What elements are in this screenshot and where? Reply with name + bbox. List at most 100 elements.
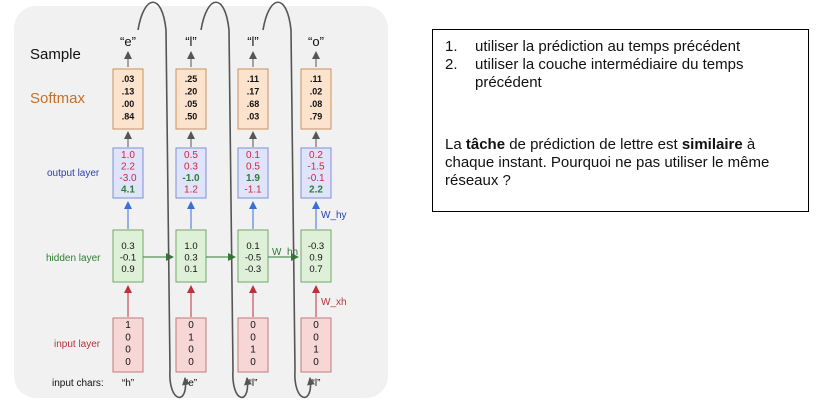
output-value: 0.2 bbox=[309, 150, 323, 161]
softmax-value: .25 bbox=[185, 74, 198, 84]
list-text: utiliser la couche intermédiaire du temp… bbox=[475, 56, 744, 91]
softmax-value: .20 bbox=[185, 87, 198, 97]
softmax-value: .84 bbox=[122, 112, 135, 122]
softmax-value: .00 bbox=[122, 99, 135, 109]
softmax-box bbox=[175, 68, 207, 130]
input-value: 0 bbox=[125, 332, 131, 343]
hidden-value: 0.9 bbox=[121, 264, 134, 275]
input-char: “l” bbox=[312, 378, 321, 389]
input-value: 0 bbox=[188, 320, 194, 331]
sample-char: “o” bbox=[308, 34, 324, 49]
output-value: 4.1 bbox=[121, 185, 135, 196]
para-text: La bbox=[445, 136, 466, 153]
output-value: -1.5 bbox=[307, 162, 325, 173]
time-step-columns: “e”.03.13.00.841.02.2-3.04.10.3-0.10.910… bbox=[112, 34, 332, 389]
hidden-value: 0.9 bbox=[309, 253, 322, 264]
input-char: “h” bbox=[122, 378, 134, 389]
input-value: 0 bbox=[188, 345, 194, 356]
softmax-box bbox=[300, 68, 332, 130]
input-value: 0 bbox=[313, 320, 319, 331]
text-panel: 1. utiliser la prédiction au temps précé… bbox=[432, 29, 809, 212]
w-xh-label: W_xh bbox=[321, 297, 347, 308]
output-box bbox=[237, 147, 269, 199]
sample-label: Sample bbox=[30, 46, 81, 63]
hidden-box bbox=[175, 229, 207, 283]
softmax-value: .08 bbox=[310, 99, 323, 109]
feedback-loop-arrow bbox=[262, 1, 315, 399]
para-text: à chaque instant. Pourquoi ne pas utilis… bbox=[445, 136, 770, 189]
input-char: “e” bbox=[185, 378, 197, 389]
method-list: 1. utiliser la prédiction au temps précé… bbox=[445, 38, 798, 92]
output-value: 0.5 bbox=[246, 162, 260, 173]
softmax-value: .05 bbox=[185, 99, 198, 109]
hidden-value: -0.3 bbox=[308, 241, 324, 252]
hidden-value: 0.3 bbox=[121, 241, 134, 252]
softmax-value: .02 bbox=[310, 87, 323, 97]
list-text: utiliser la prédiction au temps précéden… bbox=[475, 38, 741, 55]
hidden-box bbox=[237, 229, 269, 283]
output-value: 1.9 bbox=[246, 173, 260, 184]
input-value: 0 bbox=[250, 332, 256, 343]
hidden-value: -0.5 bbox=[245, 253, 261, 264]
list-item: 1. utiliser la prédiction au temps précé… bbox=[445, 38, 798, 56]
softmax-box bbox=[112, 68, 144, 130]
hidden-layer-label: hidden layer bbox=[46, 253, 101, 264]
output-value: 0.3 bbox=[184, 162, 198, 173]
hidden-value: 0.3 bbox=[184, 253, 197, 264]
para-text: de prédiction de lettre est bbox=[505, 136, 682, 153]
input-value: 0 bbox=[250, 320, 256, 331]
input-value: 1 bbox=[250, 345, 256, 356]
input-value: 0 bbox=[313, 332, 319, 343]
input-value: 0 bbox=[125, 357, 131, 368]
hidden-value: 0.7 bbox=[309, 264, 322, 275]
sample-char: “l” bbox=[247, 34, 259, 49]
input-box bbox=[300, 317, 332, 373]
output-value: -3.0 bbox=[119, 173, 137, 184]
input-chars-label: input chars: bbox=[52, 378, 104, 389]
output-value: -1.1 bbox=[244, 185, 262, 196]
sample-char: “e” bbox=[120, 34, 136, 49]
hidden-value: 0.1 bbox=[246, 241, 259, 252]
bold-word: tâche bbox=[465, 136, 506, 153]
input-value: 1 bbox=[125, 320, 131, 331]
output-value: 1.0 bbox=[121, 150, 135, 161]
output-value: -0.1 bbox=[307, 173, 325, 184]
softmax-value: .03 bbox=[122, 74, 135, 84]
softmax-label: Softmax bbox=[30, 90, 86, 107]
output-value: 0.1 bbox=[246, 150, 260, 161]
sample-char: “l” bbox=[185, 34, 197, 49]
output-value: 0.5 bbox=[184, 150, 198, 161]
input-char: “l” bbox=[249, 378, 258, 389]
feedback-loop-arrow bbox=[137, 1, 190, 399]
softmax-value: .79 bbox=[310, 112, 323, 122]
softmax-value: .11 bbox=[310, 74, 322, 84]
output-value: -1.0 bbox=[182, 173, 200, 184]
input-value: 0 bbox=[250, 357, 256, 368]
input-box bbox=[175, 317, 207, 373]
bold-word: similaire bbox=[681, 136, 743, 153]
hidden-box bbox=[112, 229, 144, 283]
input-layer-label: input layer bbox=[54, 339, 101, 350]
input-value: 0 bbox=[313, 357, 319, 368]
input-box bbox=[112, 317, 144, 373]
list-number: 1. bbox=[445, 38, 458, 55]
hidden-value: 1.0 bbox=[184, 241, 197, 252]
hidden-box bbox=[300, 229, 332, 283]
list-item: 2. utiliser la couche intermédiaire du t… bbox=[445, 56, 798, 92]
softmax-value: .17 bbox=[247, 87, 260, 97]
softmax-box bbox=[237, 68, 269, 130]
hidden-value: 0.1 bbox=[184, 264, 197, 275]
feedback-loops bbox=[137, 1, 315, 399]
output-value: 1.2 bbox=[184, 185, 198, 196]
output-box bbox=[175, 147, 207, 199]
rnn-diagram: Sample Softmax output layer hidden layer… bbox=[14, 1, 388, 399]
output-box bbox=[112, 147, 144, 199]
output-box bbox=[300, 147, 332, 199]
output-value: 2.2 bbox=[121, 162, 135, 173]
feedback-loop-arrow bbox=[200, 1, 252, 399]
list-number: 2. bbox=[445, 56, 458, 73]
question-paragraph: La tâche de prédiction de lettre est sim… bbox=[445, 136, 798, 190]
w-hy-label: W_hy bbox=[321, 210, 347, 221]
input-box bbox=[237, 317, 269, 373]
softmax-value: .50 bbox=[185, 112, 198, 122]
